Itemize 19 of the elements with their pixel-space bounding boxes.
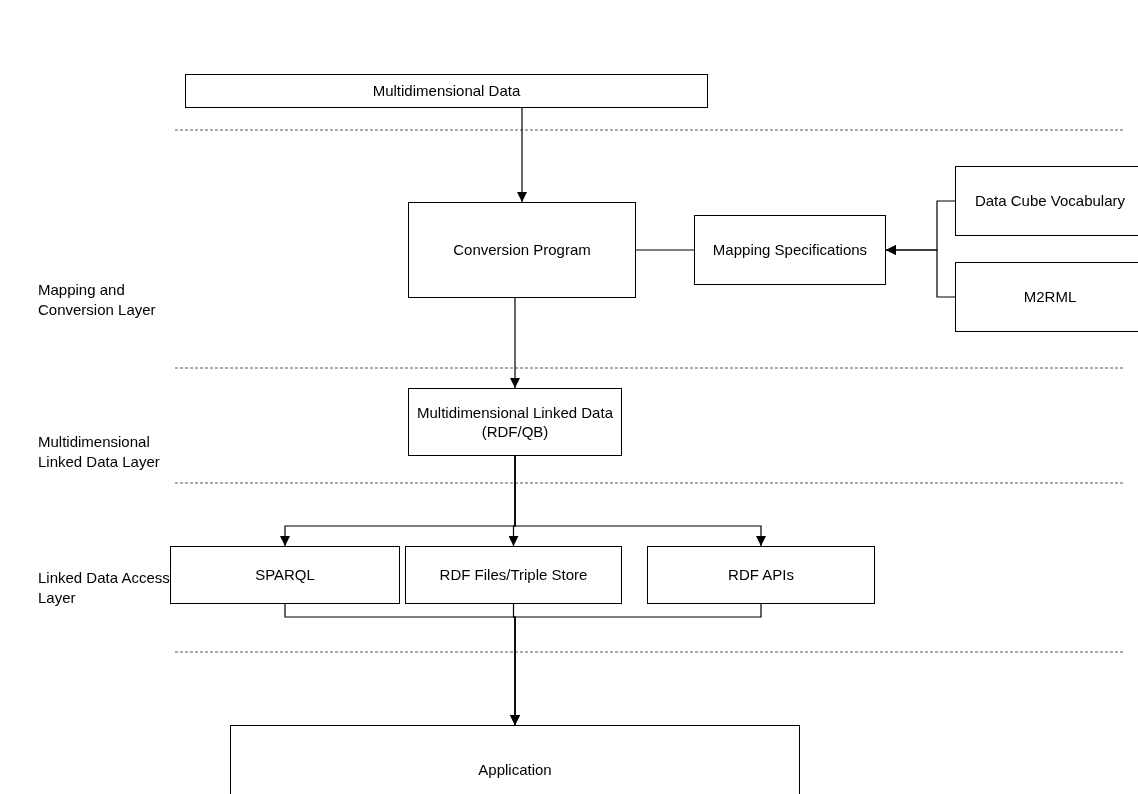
arrow xyxy=(885,245,956,298)
arrow xyxy=(510,297,520,389)
process-box: Data Cube Vocabulary xyxy=(955,166,1138,236)
process-box: Conversion Program xyxy=(408,202,636,298)
process-box: Mapping Specifications xyxy=(694,215,886,285)
process-box: SPARQL xyxy=(170,546,400,604)
arrow xyxy=(510,603,762,726)
layer-label: Mapping and Conversion Layer xyxy=(38,280,157,319)
arrow xyxy=(514,455,766,547)
connector-line xyxy=(635,249,695,251)
process-box: Application xyxy=(230,725,800,794)
layer-label: Linked Data Access Layer xyxy=(38,568,171,607)
process-box: RDF Files/Triple Store xyxy=(405,546,622,604)
layer-label: Multidimensional Linked Data Layer xyxy=(38,432,161,471)
process-box: RDF APIs xyxy=(647,546,875,604)
arrow xyxy=(517,107,527,203)
process-box: M2RML xyxy=(955,262,1138,332)
process-box: Multidimensional Data xyxy=(185,74,708,108)
process-box: Multidimensional Linked Data (RDF/QB) xyxy=(408,388,622,456)
